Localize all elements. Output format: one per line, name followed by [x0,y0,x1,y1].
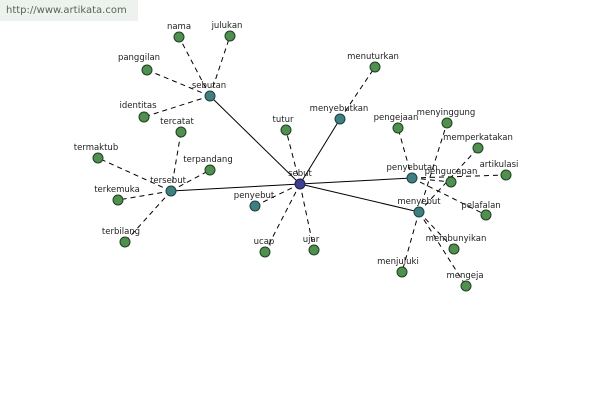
edges-layer [97,35,507,287]
node-terpandang[interactable] [204,164,216,176]
node-label-pengucapan[interactable]: pengucapan [425,167,478,177]
node-terbilang[interactable] [119,236,131,248]
node-label-menyebutkan[interactable]: menyebutkan [310,104,369,114]
node-label-menuturkan[interactable]: menuturkan [347,52,399,62]
node-label-pelafalan[interactable]: pelafalan [461,201,500,211]
node-label-artikulasi[interactable]: artikulasi [480,160,519,170]
node-label-menjuluki[interactable]: menjuluki [377,257,419,267]
node-identitas[interactable] [138,111,150,123]
edge-sebutan-nama [178,36,211,97]
node-label-penyebut[interactable]: penyebut [234,191,275,201]
node-sebut[interactable] [294,178,306,190]
node-pelafalan[interactable] [480,209,492,221]
site-watermark: http://www.artikata.com [0,0,138,21]
node-label-terbilang[interactable]: terbilang [102,227,140,237]
node-artikulasi[interactable] [500,169,512,181]
node-tercatat[interactable] [175,126,187,138]
edge-sebut-sebutan [209,95,301,185]
node-label-menyinggung[interactable]: menyinggung [417,108,476,118]
node-label-nama[interactable]: nama [167,22,191,32]
edge-sebut-tersebut [170,183,301,192]
node-nama[interactable] [173,31,185,43]
labels-layer: sebutsebutantersebutmenyebutkanpenyebuta… [74,21,519,281]
node-sebutan[interactable] [204,90,216,102]
edge-sebut-penyebutan [299,177,413,185]
node-label-panggilan[interactable]: panggilan [118,53,160,63]
node-menuturkan[interactable] [369,61,381,73]
edge-tersebut-terpandang [170,169,211,192]
node-pengucapan[interactable] [445,176,457,188]
node-termaktub[interactable] [92,152,104,164]
node-tutur[interactable] [280,124,292,136]
edge-sebut-ucap [264,183,301,253]
edge-menyebut-mengeja [418,211,467,287]
edge-menyebutkan-menuturkan [339,66,376,120]
node-terkemuka[interactable] [112,194,124,206]
node-pengejaan[interactable] [392,122,404,134]
edge-penyebutan-pelafalan [411,177,487,216]
edge-menyebut-menjuluki [401,211,420,273]
node-label-menyebut[interactable]: menyebut [397,197,441,207]
node-label-termaktub[interactable]: termaktub [74,143,118,153]
node-menyinggung[interactable] [441,117,453,129]
node-tersebut[interactable] [165,185,177,197]
edge-sebutan-identitas [143,95,211,118]
edge-tersebut-terbilang [124,190,172,243]
node-panggilan[interactable] [141,64,153,76]
edge-sebut-menyebut [299,183,420,213]
edge-sebutan-panggilan [146,69,211,97]
node-label-pengejaan[interactable]: pengejaan [374,113,419,123]
node-label-penyebutan[interactable]: penyebutan [387,163,438,173]
node-label-terpandang[interactable]: terpandang [183,155,232,165]
node-label-mengeja[interactable]: mengeja [446,271,483,281]
node-label-terkemuka[interactable]: terkemuka [94,185,140,195]
node-memperkatakan[interactable] [472,142,484,154]
node-label-ujar[interactable]: ujar [303,235,320,245]
edge-menyebut-menyinggung [418,122,448,213]
node-menyebut[interactable] [413,206,425,218]
node-label-sebutan[interactable]: sebutan [192,81,226,91]
node-label-identitas[interactable]: identitas [119,101,157,111]
edge-tersebut-termaktub [97,157,172,192]
node-label-tersebut[interactable]: tersebut [150,176,186,186]
node-menyebutkan[interactable] [334,113,346,125]
node-julukan[interactable] [224,30,236,42]
node-label-memperkatakan[interactable]: memperkatakan [443,133,513,143]
node-label-tercatat[interactable]: tercatat [160,117,194,127]
edge-penyebutan-pengucapan [411,177,452,183]
nodes-layer [92,30,512,292]
node-ucap[interactable] [259,246,271,258]
node-label-membunyikan[interactable]: membunyikan [426,234,487,244]
edge-sebutan-julukan [209,35,231,97]
edge-penyebutan-artikulasi [411,174,507,179]
node-label-julukan[interactable]: julukan [211,21,243,31]
edge-sebut-menyebutkan [299,118,341,185]
node-label-tutur[interactable]: tutur [273,115,294,125]
node-label-ucap[interactable]: ucap [254,237,275,247]
node-penyebut[interactable] [249,200,261,212]
node-penyebutan[interactable] [406,172,418,184]
node-mengeja[interactable] [460,280,472,292]
edge-sebut-tutur [285,129,301,185]
node-membunyikan[interactable] [448,243,460,255]
edge-sebut-ujar [299,183,315,251]
edge-menyebut-memperkatakan [418,147,479,213]
node-ujar[interactable] [308,244,320,256]
node-label-sebut[interactable]: sebut [288,169,312,179]
edge-tersebut-tercatat [170,131,182,192]
node-menjuluki[interactable] [396,266,408,278]
